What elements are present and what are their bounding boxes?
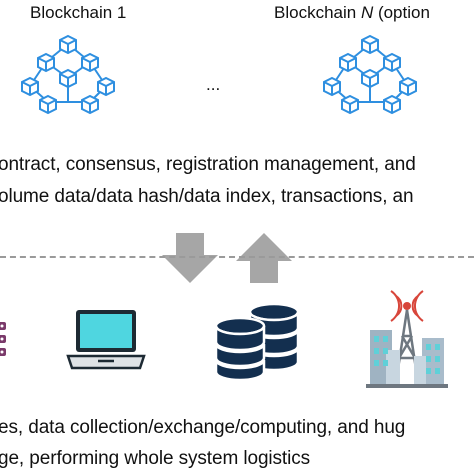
- blockchain-n-variable: N: [360, 3, 374, 22]
- blockchain-n-suffix: (option: [373, 3, 430, 22]
- blockchain-functions-line-2: olume data/data hash/data index, transac…: [0, 186, 414, 207]
- layer-divider: [0, 256, 474, 258]
- database-icon: [214, 302, 300, 382]
- blockchain-network-icon: [323, 34, 417, 115]
- device-layer-line-1: es, data collection/exchange/computing, …: [0, 417, 406, 438]
- blockchain-network-icon: [21, 34, 115, 115]
- arrow-up-icon: [236, 233, 292, 283]
- blockchain-functions-line-1: ontract, consensus, registration managem…: [0, 154, 416, 175]
- device-layer-line-2: ge, performing whole system logistics: [0, 448, 311, 469]
- arrow-down-icon: [162, 233, 218, 283]
- blockchain-n-label: Blockchain N (option: [274, 4, 430, 21]
- server-icon: [0, 322, 6, 356]
- smart-city-icon: [366, 290, 448, 388]
- ellipsis: ...: [206, 75, 221, 94]
- blockchain-n-prefix: Blockchain: [274, 3, 361, 22]
- blockchain-1-label: Blockchain 1: [30, 3, 127, 22]
- laptop-icon: [66, 310, 146, 370]
